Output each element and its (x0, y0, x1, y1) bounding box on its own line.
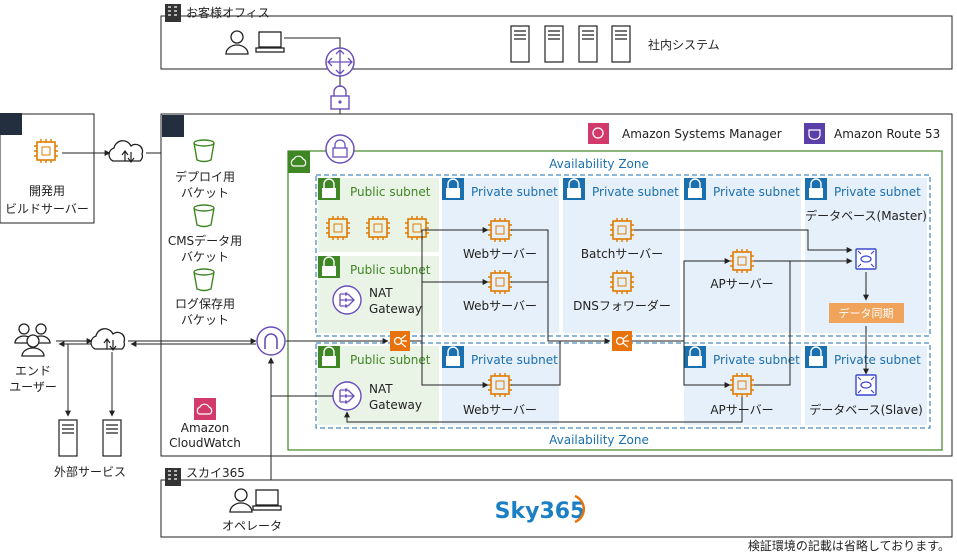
aws-logo-icon (162, 115, 184, 137)
batch-server-label: Batchサーバー (581, 247, 663, 261)
web-server-label: Webサーバー (463, 403, 537, 417)
external-services-label: 外部サービス (54, 464, 126, 479)
external-server-icon (102, 419, 122, 457)
nat-gateway-icon (332, 285, 362, 315)
dev-build-label-line2: ビルドサーバー (5, 202, 89, 216)
nat-gateway-icon (332, 381, 362, 411)
end-user-group-icon (14, 323, 51, 357)
dev-build-label-line1: 開発用 (29, 184, 65, 198)
pc-icon (252, 489, 282, 511)
end-user-label: エンド (15, 364, 51, 378)
sky365-logo: Sky365 (495, 499, 586, 524)
sky365-title: スカイ365 (186, 466, 245, 480)
nat-gateway-label: NAT (369, 382, 393, 396)
cloudwatch-label: CloudWatch (169, 436, 241, 450)
vpn-gateway-icon (325, 134, 355, 164)
cloudwatch-icon (194, 398, 216, 420)
private-subnet-web-1 (442, 178, 559, 333)
vpn-lock-icon (330, 85, 350, 110)
rds-instance-icon (855, 248, 877, 270)
cms-bucket-label: CMSデータ用 (168, 233, 242, 248)
data-sync-label: データ同期 (839, 306, 894, 320)
dev-build-box (0, 113, 95, 224)
aws-logo-icon (0, 113, 22, 135)
building-icon (164, 467, 182, 487)
internet-cloud-icon (108, 140, 144, 163)
nat-gateway-label: Gateway (369, 398, 422, 412)
data-sync-badge (829, 303, 904, 323)
private-subnet-label: Private subnet (713, 185, 800, 199)
operator-label: オペレータ (222, 519, 282, 533)
pc-icon (255, 31, 285, 53)
server-tower-icon (611, 25, 631, 63)
sky365-box (160, 479, 953, 538)
end-user-label: ユーザー (9, 380, 57, 394)
deploy-bucket-label: デプロイ用 (175, 169, 235, 184)
external-server-icon (58, 419, 78, 457)
route53-label: Amazon Route 53 (834, 127, 940, 141)
dns-forwarder-label: DNSフォワーダー (573, 298, 671, 313)
cloudwatch-label: Amazon (181, 421, 230, 435)
load-balancer-icon (611, 330, 633, 352)
sky365-logo-swoosh (574, 494, 585, 524)
internet-gateway-icon (256, 326, 286, 356)
ap-server-label: APサーバー (710, 277, 773, 291)
web-server-label: Webサーバー (463, 299, 537, 313)
ssm-icon (588, 123, 609, 144)
internet-cloud-icon (90, 328, 126, 351)
log-bucket-label: バケット (181, 313, 229, 327)
server-tower-icon (578, 25, 598, 63)
private-subnet-label: Private subnet (834, 353, 921, 367)
vpc-icon (288, 151, 310, 173)
public-subnet-label: Public subnet (350, 263, 431, 277)
private-subnet-ap-1 (684, 178, 801, 333)
load-balancer-icon (389, 330, 411, 352)
nat-gateway-label: Gateway (369, 302, 422, 316)
rds-instance-icon (855, 374, 877, 396)
log-bucket-label: ログ保存用 (175, 297, 235, 311)
db-slave-label: データベース(Slave) (809, 402, 923, 417)
public-subnet-label: Public subnet (350, 185, 431, 199)
private-subnet-label: Private subnet (471, 185, 558, 199)
building-icon (164, 3, 182, 23)
private-subnet-label: Private subnet (471, 353, 558, 367)
server-tower-icon (544, 25, 564, 63)
web-server-label: Webサーバー (463, 247, 537, 261)
public-subnet-label: Public subnet (350, 353, 431, 367)
server-tower-icon (510, 25, 530, 63)
footnote: 検証環境の記載は省略しております。 (748, 538, 950, 553)
router-icon (325, 47, 355, 77)
availability-zone-label: Availability Zone (549, 157, 649, 171)
ssm-label: Amazon Systems Manager (622, 127, 782, 141)
route53-icon (804, 123, 825, 144)
customer-office-title: お客様オフィス (186, 5, 270, 20)
cms-bucket-label: バケット (181, 250, 229, 264)
deploy-bucket-label: バケット (181, 186, 229, 200)
db-master-label: データベース(Master) (805, 208, 927, 223)
availability-zone-label: Availability Zone (549, 433, 649, 447)
private-subnet-label: Private subnet (592, 185, 679, 199)
private-subnet-batch (563, 178, 680, 333)
private-subnet-label: Private subnet (713, 353, 800, 367)
private-subnet-label: Private subnet (834, 185, 921, 199)
internal-system-label: 社内システム (648, 37, 720, 52)
nat-gateway-label: NAT (369, 286, 393, 300)
